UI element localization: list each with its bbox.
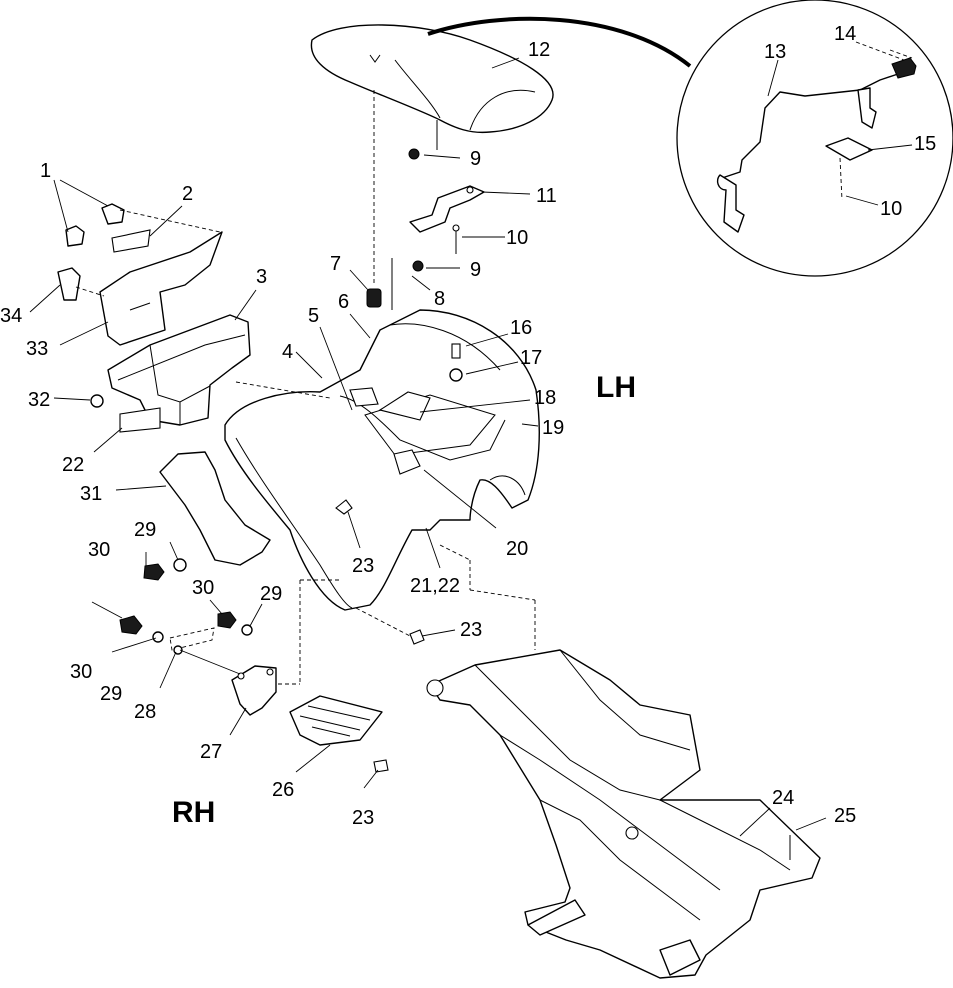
washer-nut-stack [119, 558, 253, 655]
storage-box-part [107, 314, 251, 426]
callout-29b: 29 [260, 583, 282, 605]
callout-1: 1 [40, 160, 51, 182]
callout-25: 25 [834, 805, 856, 827]
decal-22-part [119, 407, 161, 433]
callout-21-22: 21,22 [410, 575, 460, 597]
callout-26: 26 [272, 779, 294, 801]
right-hand-label: RH [172, 796, 215, 829]
callout-23c: 23 [352, 807, 374, 829]
callout-10b: 10 [880, 198, 902, 220]
callout-24: 24 [772, 787, 794, 809]
callout-32: 32 [28, 389, 50, 411]
callout-3: 3 [256, 266, 267, 288]
callout-30c: 30 [70, 661, 92, 683]
callout-4: 4 [282, 341, 293, 363]
footrest-bracket-part [231, 665, 277, 716]
callout-10a: 10 [506, 227, 528, 249]
callout-34: 34 [0, 305, 22, 327]
callout-33: 33 [26, 338, 48, 360]
callout-8: 8 [434, 288, 445, 310]
callout-9a: 9 [470, 148, 481, 170]
callout-29c: 29 [100, 683, 122, 705]
leader-lines [29, 41, 913, 837]
callout-27: 27 [200, 741, 222, 763]
seat-latch-detail-inset [676, 0, 953, 277]
callout-17: 17 [520, 347, 542, 369]
clip-parts [57, 203, 125, 301]
detail-connector-curve [427, 16, 692, 68]
callout-6: 6 [338, 291, 349, 313]
callout-16: 16 [510, 317, 532, 339]
callout-13: 13 [764, 41, 786, 63]
atv-frame-part [426, 649, 821, 979]
callout-29a: 29 [134, 519, 156, 541]
mud-flap-part [159, 451, 271, 566]
callout-11: 11 [536, 185, 557, 207]
fasteners-top [366, 90, 463, 382]
nut-32 [90, 394, 104, 408]
callout-19: 19 [542, 417, 564, 439]
callout-20: 20 [506, 538, 528, 560]
seat-latch-bracket-part [408, 148, 485, 272]
callout-23b: 23 [460, 619, 482, 641]
callout-30a: 30 [88, 539, 110, 561]
bolts-23 [335, 499, 425, 773]
callout-9b: 9 [470, 259, 481, 281]
callout-31: 31 [80, 483, 102, 505]
callout-14: 14 [834, 23, 856, 45]
callout-5: 5 [308, 305, 319, 327]
callout-22: 22 [62, 454, 84, 476]
footrest-part [289, 695, 383, 746]
callout-23a: 23 [352, 555, 374, 577]
callout-15: 15 [914, 133, 936, 155]
seat-part [310, 24, 554, 150]
callout-12: 12 [528, 39, 550, 61]
callout-2: 2 [182, 183, 193, 205]
callout-28: 28 [134, 701, 156, 723]
callout-7: 7 [330, 253, 341, 275]
rear-fender-part [224, 309, 540, 611]
tool-box-part [99, 229, 223, 346]
callout-30b: 30 [192, 577, 214, 599]
callout-18: 18 [534, 387, 556, 409]
left-hand-label: LH [596, 371, 636, 404]
